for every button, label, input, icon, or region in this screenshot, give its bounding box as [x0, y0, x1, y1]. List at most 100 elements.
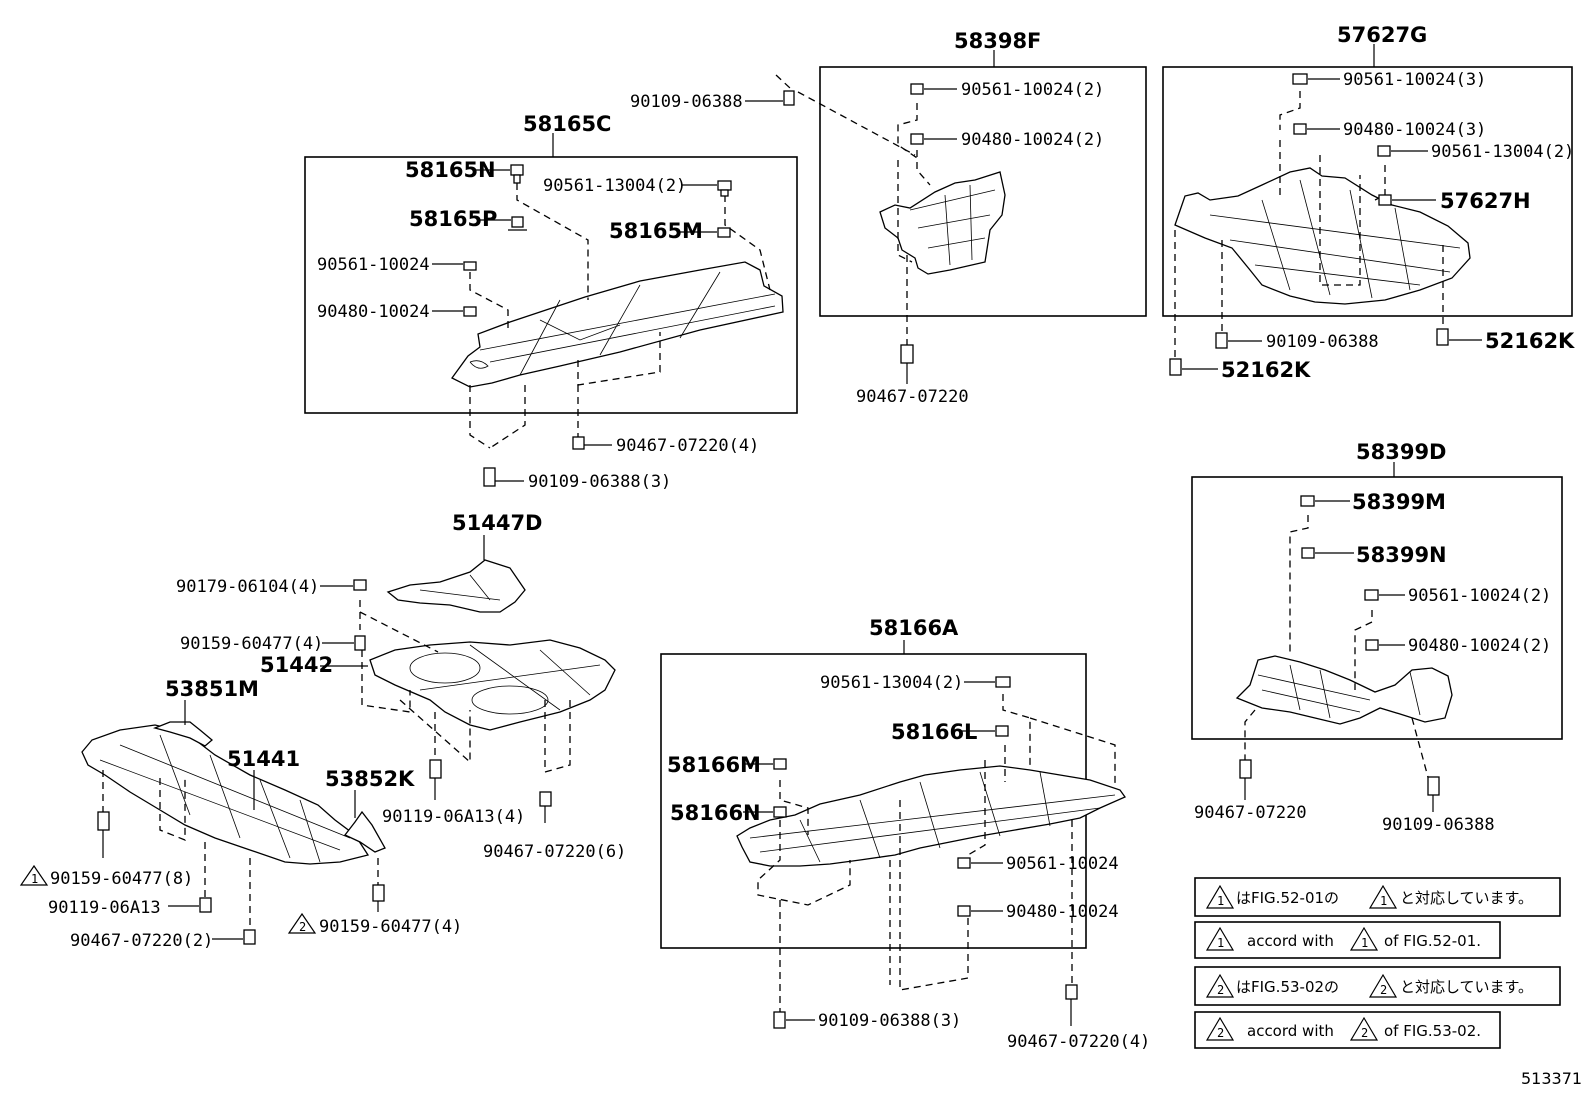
fastener-58166M[interactable]	[773, 758, 787, 770]
label-90119-06A13-4e[interactable]: 90119-06A13(4)	[382, 807, 525, 827]
label-90467-07220-6e[interactable]: 90467-07220(6)	[483, 842, 626, 862]
label-90109-06388-3a[interactable]: 90109-06388(3)	[528, 472, 671, 492]
label-58399M[interactable]: 58399M	[1352, 490, 1446, 514]
assembly-58399D[interactable]: 58399D	[1356, 440, 1447, 464]
label-58165M[interactable]: 58165M	[609, 219, 703, 243]
label-90561-10024-3c[interactable]: 90561-10024(3)	[1343, 70, 1486, 90]
fastener-58165P[interactable]	[508, 216, 527, 231]
label-90480-10024-h[interactable]: 90480-10024	[1006, 902, 1119, 922]
fastener-90561-10024-b[interactable]	[910, 83, 924, 95]
fastener-58399N[interactable]	[1301, 547, 1315, 559]
fastener-58166N[interactable]	[773, 806, 787, 818]
label-90109-06388-top[interactable]: 90109-06388	[630, 92, 743, 112]
label-58166N[interactable]: 58166N	[670, 801, 761, 825]
label-90561-10024-2d[interactable]: 90561-10024(2)	[1408, 586, 1551, 606]
label-90159-60477-4g[interactable]: 90159-60477(4)	[319, 917, 462, 937]
label-90561-10024-h[interactable]: 90561-10024	[1006, 854, 1119, 874]
fastener-90119-06A13-f[interactable]	[199, 897, 212, 913]
fastener-90119-06A13-e[interactable]	[429, 759, 442, 779]
label-58166L[interactable]: 58166L	[891, 720, 977, 744]
assembly-51447D[interactable]: 51447D	[452, 511, 543, 535]
cover-51441[interactable]	[81, 724, 370, 865]
fastener-90159-60477-f[interactable]	[97, 811, 110, 831]
label-57627H[interactable]: 57627H	[1440, 189, 1531, 213]
fastener-90467-07220-b[interactable]	[900, 344, 914, 364]
fastener-90109-06388-top[interactable]	[783, 90, 795, 106]
fastener-90480-10024-d[interactable]	[1365, 639, 1379, 651]
fastener-58399M[interactable]	[1300, 495, 1315, 507]
fastener-90561-13004-h[interactable]	[995, 676, 1011, 688]
label-90119-06A13-f[interactable]: 90119-06A13	[48, 898, 161, 918]
assembly-58165C[interactable]: 58165C	[523, 112, 611, 136]
fastener-58165M[interactable]	[717, 227, 731, 238]
assembly-53851M[interactable]: 53851M	[165, 677, 259, 701]
label-90480-10024-2b[interactable]: 90480-10024(2)	[961, 130, 1104, 150]
fastener-90561-10024-h[interactable]	[957, 857, 971, 869]
fastener-90467-07220-h[interactable]	[1065, 984, 1078, 1000]
label-90467-07220-d[interactable]: 90467-07220	[1194, 803, 1307, 823]
fastener-90561-13004[interactable]	[717, 180, 732, 197]
fastener-90159-60477-e[interactable]	[354, 635, 366, 651]
bracket-53852K[interactable]	[343, 810, 386, 853]
fastener-90179-06104[interactable]	[353, 579, 367, 591]
fastener-90109-06388-d[interactable]	[1427, 776, 1440, 796]
label-90561-10024-a[interactable]: 90561-10024	[317, 255, 430, 275]
label-52162K-a[interactable]: 52162K	[1485, 329, 1575, 353]
cover-57627G[interactable]	[1174, 167, 1471, 305]
assembly-51441[interactable]: 51441	[227, 747, 300, 771]
fastener-58165N[interactable]	[510, 164, 524, 184]
undercover-58166A[interactable]	[736, 765, 1126, 867]
label-90561-13004[interactable]: 90561-13004(2)	[543, 176, 686, 196]
fastener-90480-10024-c[interactable]	[1293, 123, 1307, 135]
assembly-53852K[interactable]: 53852K	[325, 767, 415, 791]
label-90109-06388-3h[interactable]: 90109-06388(3)	[818, 1011, 961, 1031]
label-90561-13004-2h[interactable]: 90561-13004(2)	[820, 673, 963, 693]
label-90109-06388-d[interactable]: 90109-06388	[1382, 815, 1495, 835]
label-90467-07220-4h[interactable]: 90467-07220(4)	[1007, 1032, 1150, 1052]
label-90480-10024-2d[interactable]: 90480-10024(2)	[1408, 636, 1551, 656]
fastener-90480-10024[interactable]	[463, 306, 477, 317]
label-90467-07220-b[interactable]: 90467-07220	[856, 387, 969, 407]
label-52162K-b[interactable]: 52162K	[1221, 358, 1311, 382]
label-90159-60477-8f[interactable]: 90159-60477(8)	[50, 869, 193, 889]
label-90480-10024-a[interactable]: 90480-10024	[317, 302, 430, 322]
fastener-90109-06388-h[interactable]	[773, 1011, 786, 1029]
fastener-90109-06388-c[interactable]	[1215, 332, 1228, 349]
fastener-90109-06388-a[interactable]	[483, 467, 496, 487]
fastener-90561-10024-d[interactable]	[1364, 589, 1379, 601]
fastener-90561-10024[interactable]	[463, 261, 477, 271]
label-58399N[interactable]: 58399N	[1356, 543, 1447, 567]
label-58165N[interactable]: 58165N	[405, 158, 496, 182]
fastener-90480-10024-b[interactable]	[910, 133, 924, 145]
label-58166M[interactable]: 58166M	[667, 753, 761, 777]
assembly-51442[interactable]: 51442	[260, 653, 333, 677]
label-90561-10024-2b[interactable]: 90561-10024(2)	[961, 80, 1104, 100]
fastener-90467-07220-f[interactable]	[243, 929, 256, 945]
cover-58399D[interactable]	[1235, 655, 1453, 725]
assembly-58398F[interactable]: 58398F	[954, 29, 1041, 53]
fastener-57627H[interactable]	[1378, 194, 1392, 206]
label-58165P[interactable]: 58165P	[409, 207, 497, 231]
fastener-52162K-a[interactable]	[1436, 328, 1449, 346]
label-90467-07220-2f[interactable]: 90467-07220(2)	[70, 931, 213, 951]
label-90109-06388-c[interactable]: 90109-06388	[1266, 332, 1379, 352]
cover-51447D[interactable]	[386, 559, 526, 613]
cover-58398F[interactable]	[879, 171, 1006, 275]
fastener-90467-07220-e[interactable]	[539, 791, 552, 807]
fastener-58166L[interactable]	[995, 725, 1009, 737]
bracket-53851M[interactable]	[152, 721, 214, 747]
assembly-58166A[interactable]: 58166A	[869, 616, 959, 640]
label-90561-13004-2c[interactable]: 90561-13004(2)	[1431, 142, 1574, 162]
fastener-90480-10024-h[interactable]	[957, 905, 971, 917]
fastener-90561-13004-c[interactable]	[1377, 145, 1391, 157]
fastener-90467-07220-d[interactable]	[1239, 759, 1252, 779]
fastener-90561-10024-c[interactable]	[1292, 73, 1308, 85]
label-90159-60477-4e[interactable]: 90159-60477(4)	[180, 634, 323, 654]
fastener-52162K-b[interactable]	[1169, 358, 1182, 376]
cover-51442[interactable]	[369, 639, 616, 731]
label-90467-07220-4a[interactable]: 90467-07220(4)	[616, 436, 759, 456]
label-90179-06104[interactable]: 90179-06104(4)	[176, 577, 319, 597]
fastener-90159-60477-g[interactable]	[372, 884, 385, 902]
assembly-57627G[interactable]: 57627G	[1337, 23, 1427, 47]
fastener-90467-07220-a[interactable]	[572, 436, 585, 450]
